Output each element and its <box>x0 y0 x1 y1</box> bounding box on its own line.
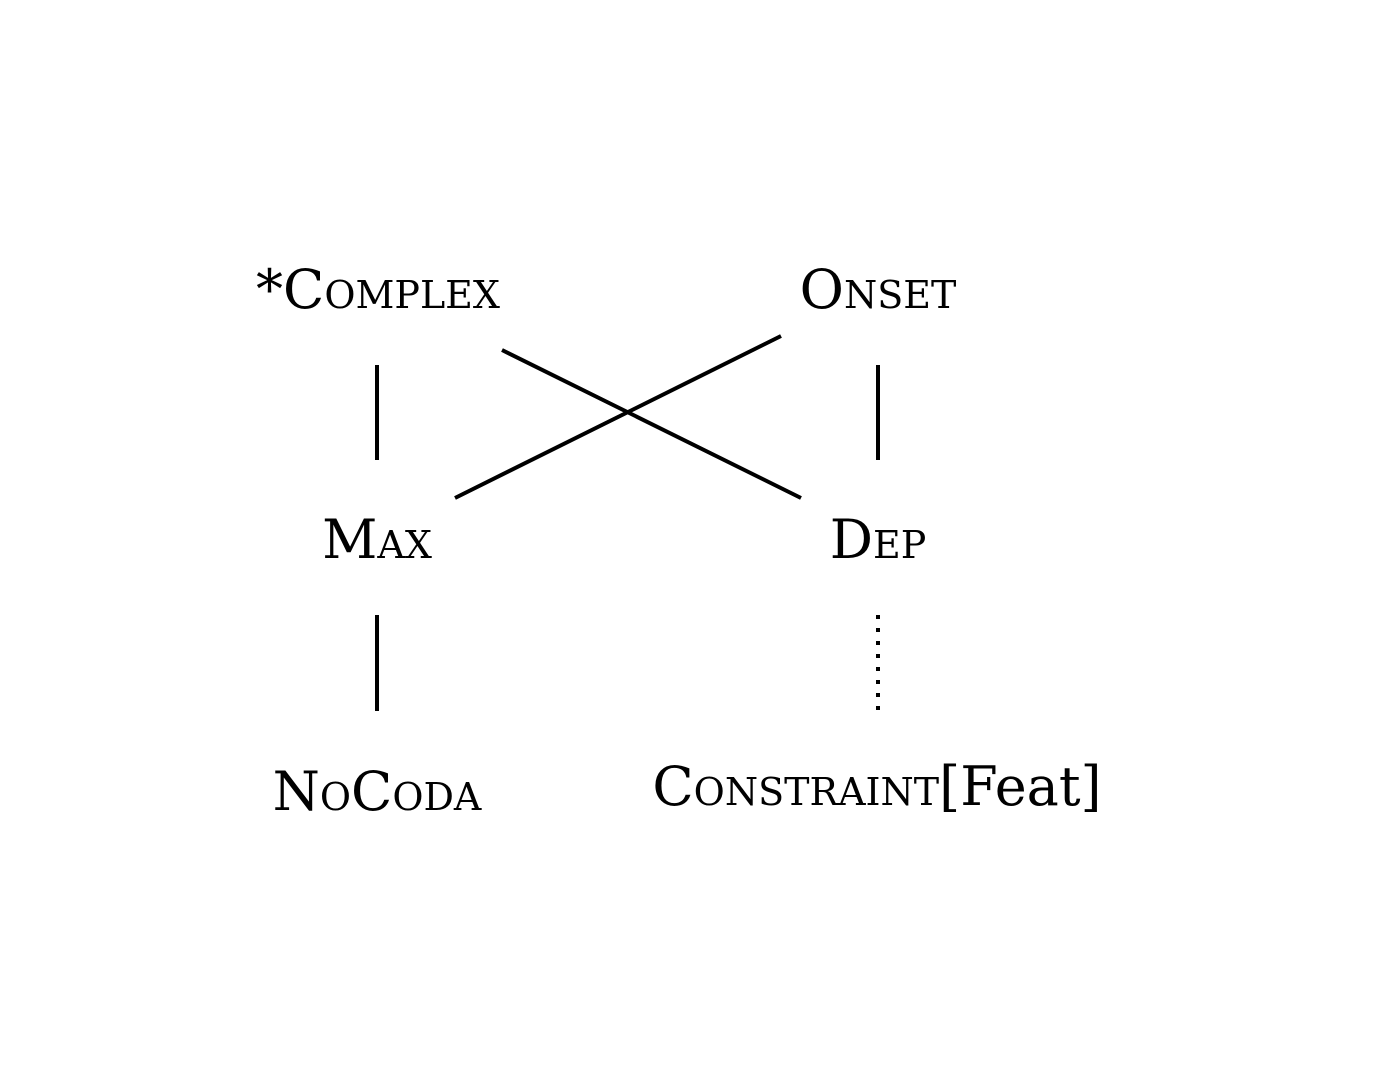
node-max: Max <box>322 508 432 571</box>
constraint-label: Constraint <box>652 755 939 818</box>
edge-complex-dep <box>501 348 802 500</box>
node-constraint-feat: Constraint[Feat] <box>652 755 1101 818</box>
feat-label: [Feat] <box>939 755 1102 818</box>
edge-onset-max <box>454 334 782 500</box>
node-dep: Dep <box>830 508 927 571</box>
node-onset: Onset <box>800 258 957 321</box>
node-nocoda: NoCoda <box>273 760 482 823</box>
node-complex: *Complex <box>256 258 500 321</box>
